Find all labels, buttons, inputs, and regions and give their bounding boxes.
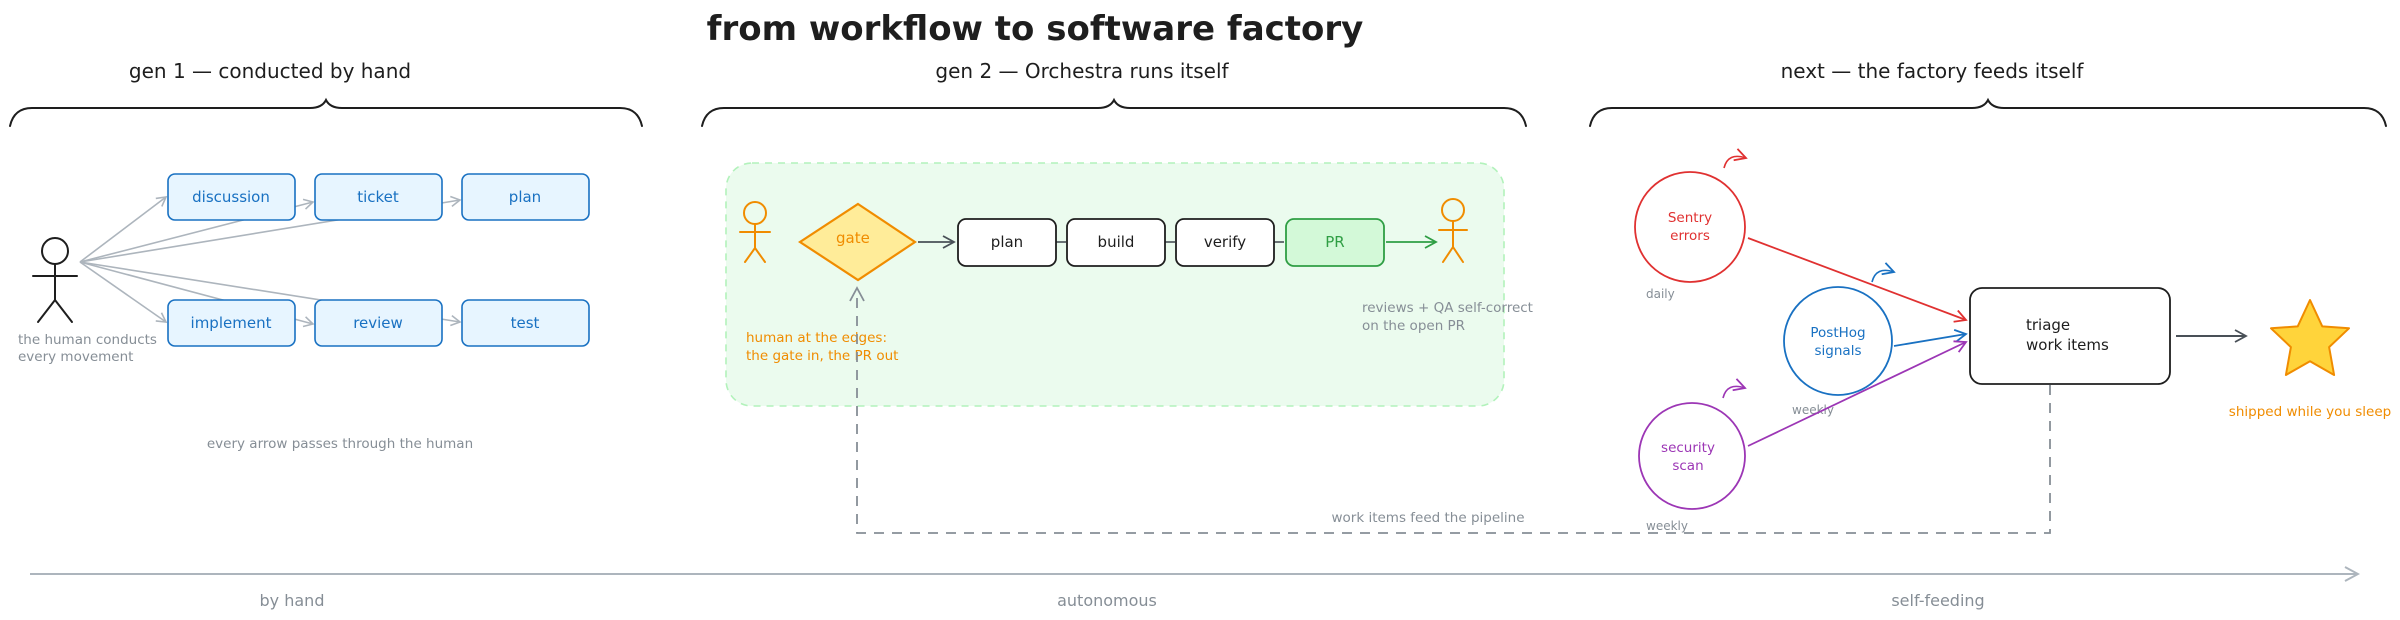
gen1-group: the human conducts every movement discus… bbox=[18, 173, 590, 452]
source-security-scan: security scan weekly bbox=[1638, 378, 1747, 533]
gen1-node-plan: plan bbox=[461, 173, 590, 221]
gen1-node-test: test bbox=[461, 299, 590, 347]
gen1-node-discussion-label: discussion bbox=[192, 188, 270, 206]
source-sentry: Sentry errors daily bbox=[1634, 148, 1748, 301]
gen1-node-discussion: discussion bbox=[167, 173, 296, 221]
reviewer-human-icon bbox=[1438, 198, 1468, 263]
gen2-step-verify: verify bbox=[1175, 218, 1275, 267]
source-posthog-label-line2: signals bbox=[1815, 343, 1862, 359]
brace-gen2 bbox=[701, 97, 1527, 127]
gen2-step-pr: PR bbox=[1285, 218, 1385, 267]
gen1-node-ticket: ticket bbox=[314, 173, 443, 221]
gen2-step-plan: plan bbox=[957, 218, 1057, 267]
gen1-node-review-label: review bbox=[353, 314, 403, 332]
next-group: Sentry errors daily PostHog signals week… bbox=[1634, 148, 2391, 533]
shipped-star-icon bbox=[2270, 299, 2350, 376]
gate-note-line1: human at the edges: bbox=[746, 330, 887, 346]
gate-diamond: gate bbox=[797, 202, 917, 282]
diagram-title: from workflow to software factory bbox=[707, 9, 1364, 49]
axis-label-by-hand: by hand bbox=[260, 591, 325, 610]
source-security-cadence: weekly bbox=[1646, 519, 1688, 533]
feedback-loop-label: work items feed the pipeline bbox=[1331, 510, 1524, 526]
source-security-label-line1: security bbox=[1661, 440, 1715, 456]
section-heading-gen2: gen 2 — Orchestra runs itself bbox=[935, 59, 1229, 83]
gen2-step-plan-label: plan bbox=[991, 233, 1023, 251]
gen2-step-build: build bbox=[1066, 218, 1166, 267]
gen1-node-test-label: test bbox=[511, 314, 540, 332]
gate-label: gate bbox=[836, 229, 870, 247]
brace-gen1 bbox=[9, 97, 643, 127]
pr-note-line1: reviews + QA self-correct bbox=[1362, 300, 1533, 316]
gen1-footer: every arrow passes through the human bbox=[207, 436, 473, 452]
human-caption-line2: every movement bbox=[18, 349, 133, 365]
gen1-node-ticket-label: ticket bbox=[357, 188, 399, 206]
source-posthog-label-line1: PostHog bbox=[1810, 325, 1865, 341]
gen2-group: gate plan build verify PR bbox=[725, 162, 1533, 407]
source-sentry-cadence: daily bbox=[1646, 287, 1675, 301]
sentry-to-triage-arrow bbox=[1747, 237, 1968, 323]
gen2-step-verify-label: verify bbox=[1204, 233, 1246, 251]
human-caption-line1: the human conducts bbox=[18, 332, 157, 348]
section-heading-gen1: gen 1 — conducted by hand bbox=[129, 59, 411, 83]
pr-note-line2: on the open PR bbox=[1362, 318, 1465, 334]
axis-label-self-feeding: self-feeding bbox=[1891, 591, 1984, 610]
gen2-step-pr-label: PR bbox=[1325, 233, 1344, 251]
source-security-label-line2: scan bbox=[1672, 458, 1703, 474]
source-posthog-cadence: weekly bbox=[1792, 403, 1834, 417]
triage-label-line2: work items bbox=[2026, 336, 2109, 354]
human-stick-figure-icon bbox=[32, 237, 78, 323]
gate-human-icon bbox=[739, 201, 771, 263]
gen1-node-implement-label: implement bbox=[191, 314, 272, 332]
triage-box: triage work items bbox=[1969, 287, 2171, 385]
source-sentry-label-line2: errors bbox=[1670, 228, 1710, 244]
axis-label-autonomous: autonomous bbox=[1057, 591, 1157, 610]
gen1-node-plan-label: plan bbox=[509, 188, 541, 206]
gate-note-line2: the gate in, the PR out bbox=[746, 348, 898, 364]
security-to-triage-arrow bbox=[1747, 340, 1968, 447]
source-sentry-label-line1: Sentry bbox=[1668, 210, 1712, 226]
posthog-to-triage-arrow bbox=[1893, 329, 1968, 347]
triage-label-line1: triage bbox=[2026, 316, 2070, 334]
star-caption: shipped while you sleep bbox=[2229, 404, 2391, 420]
brace-next bbox=[1589, 97, 2387, 127]
section-heading-next: next — the factory feeds itself bbox=[1781, 59, 2085, 83]
gen1-node-implement: implement bbox=[167, 299, 296, 347]
source-posthog: PostHog signals weekly bbox=[1783, 262, 1896, 417]
gen1-node-review: review bbox=[314, 299, 443, 347]
feedback-loop-arrow bbox=[849, 286, 2051, 534]
gen2-pipeline-area bbox=[725, 162, 1505, 407]
gen2-step-build-label: build bbox=[1098, 233, 1135, 251]
